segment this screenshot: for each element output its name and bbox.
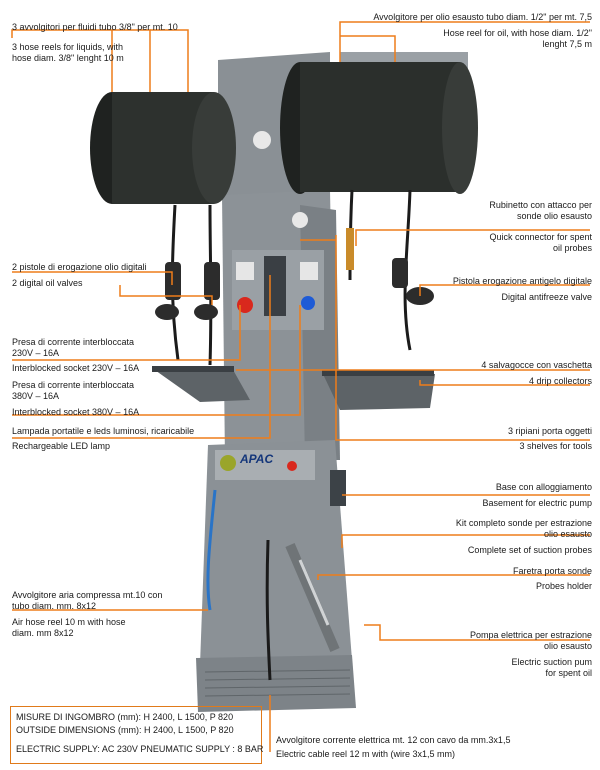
label-kit-it-2: olio esausto [543,529,592,539]
label-lamp-it: Lampada portatile e leds luminosi, ricar… [12,426,195,436]
cable-reel [265,539,272,681]
label-base-en: Basement for electric pump [482,498,592,508]
label-oil-reel-en-1: Hose reel for oil, with hose diam. 1/2" [443,28,592,38]
drip-trays [152,366,435,410]
label-quick-en-2: oil probes [552,243,592,253]
label-air-it-1: Avvolgitore aria compressa mt.10 con [12,590,163,600]
label-oil-reel-en-2: lenght 7,5 m [542,39,592,49]
label-drip-en: 4 drip collectors [528,376,592,386]
specs-box [10,706,262,764]
label-shelves-en: 3 shelves for tools [519,441,592,451]
label-air-en-1: Air hose reel 10 m with hose [12,617,126,627]
label-antifreeze-it: Pistola erogazione antigelo digitale [452,276,592,286]
hose-reel-drum-right [280,52,478,194]
label-air-en-2: diam. mm 8x12 [12,628,74,638]
label-pistols-en: 2 digital oil valves [12,278,83,288]
hose-reel-drum-left [90,92,236,204]
label-pump-it-1: Pompa elettrica per estrazione [469,630,592,640]
label-socket230-it-2: 230V – 16A [12,348,60,358]
label-dims-it: MISURE DI INGOMBRO (mm): H 2400, L 1500,… [16,712,234,722]
label-socket380-it-1: Presa di corrente interbloccata [12,380,135,390]
label-kit-it-1: Kit completo sonde per estrazione [455,518,592,528]
label-air-it-2: tubo diam. mm. 8x12 [12,601,97,611]
socket-230v-red [237,297,253,313]
label-dims-en: OUTSIDE DIMENSIONS (mm): H 2400, L 1500,… [16,725,234,735]
label-socket230-en: Interblocked socket 230V – 16A [12,363,140,373]
apac-logo-badge [253,131,308,228]
label-quick-it-2: sonde olio esausto [516,211,592,221]
label-holder-en: Probes holder [535,581,592,591]
label-pump-en-1: Electric suction pum [511,657,592,667]
label-base-it: Base con alloggiamento [495,482,592,492]
label-socket380-en: Interblocked socket 380V – 16A [12,407,140,417]
label-quick-en-1: Quick connector for spent [489,232,592,242]
label-socket380-it-2: 380V – 16A [12,391,60,401]
label-drip-it: 4 salvagocce con vaschetta [481,360,592,370]
label-holder-it: Faretra porta sonde [512,566,592,576]
label-kit-en: Complete set of suction probes [467,545,592,555]
brand-logo: APAC [240,452,274,466]
label-pistols-it: 2 pistole di erogazione olio digitali [12,262,147,272]
air-hose [206,489,217,611]
label-quick-it-1: Rubinetto con attacco per [489,200,592,210]
probes-holder [285,543,340,652]
label-reels-it: 3 avvolgitori per fluidi tubo 3/8" per m… [12,22,178,32]
label-reels-en-1: 3 hose reels for liquids, with [12,42,124,52]
callout-lines [11,21,590,752]
label-pump-en-2: for spent oil [545,668,592,678]
label-cable-en: Electric cable reel 12 m with (wire 3x1,… [276,749,456,759]
label-supply: ELECTRIC SUPPLY: AC 230V PNEUMATIC SUPPL… [16,744,264,754]
label-shelves-it: 3 ripiani porta oggetti [507,426,592,436]
label-reels-en-2: hose diam. 3/8" lenght 10 m [12,53,124,63]
label-socket230-it-1: Presa di corrente interbloccata [12,337,135,347]
label-pump-it-2: olio esausto [543,641,592,651]
label-antifreeze-en: Digital antifreeze valve [501,292,592,302]
label-lamp-en: Rechargeable LED lamp [12,441,111,451]
label-oil-reel-it: Avvolgitore per olio esausto tubo diam. … [373,12,592,22]
socket-380v-blue [301,296,315,310]
label-cable-it: Avvolgitore corrente elettrica mt. 12 co… [276,735,511,745]
